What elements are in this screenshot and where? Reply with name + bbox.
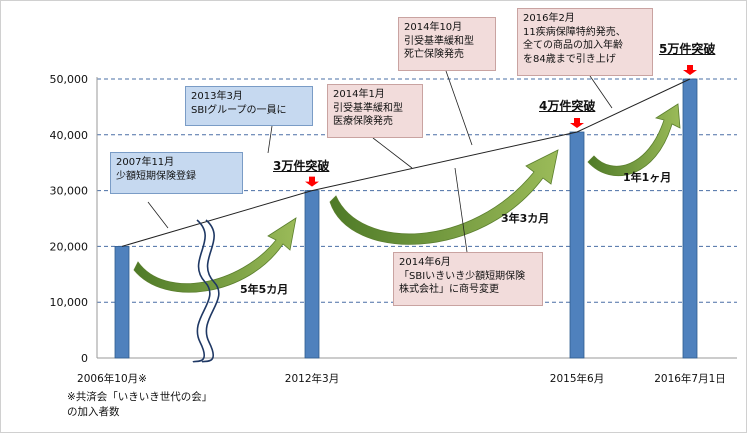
callout-line: 2014年1月 [333,89,385,100]
y-tick-label: 10,000 [50,296,89,309]
y-tick-label: 50,000 [50,73,89,86]
footnote-line: の加入者数 [67,406,120,418]
footnote: ※共済会「いきいき世代の会」 の加入者数 [67,390,212,420]
callout-line: SBIグループの一員に [191,104,287,116]
x-tick-label: 2016年7月1日 [654,372,726,385]
milestone-50k: 5万件突破 [659,42,716,56]
y-tick-label: 20,000 [50,240,89,253]
growth-arrow [133,217,297,293]
callout-line: 「SBIいきいき少額短期保険 [399,270,526,282]
callout-line: 2013年3月 [191,91,243,102]
callout-leader [372,137,413,169]
footnote-line: ※共済会「いきいき世代の会」 [67,391,213,403]
callout-line: 2014年6月 [399,257,451,268]
milestone-40k: 4万件突破 [539,99,596,113]
callout-line: 2016年2月 [523,13,575,24]
callout-line: 引受基準緩和型 [333,102,403,114]
milestone-marker [570,118,584,129]
callout-leader [267,125,273,154]
bar [682,78,698,359]
callout-line: 引受基準緩和型 [404,35,474,47]
bar [304,190,320,359]
axis-break [201,219,220,363]
duration-1y1m: 1年1ヶ月 [623,171,672,184]
y-tick-label: 0 [81,352,88,365]
callout-leader [454,167,468,253]
callout-line: 少額短期保険登録 [116,170,196,182]
callout-2007-registration: 2007年11月 少額短期保険登録 [110,152,243,194]
callout-2014-rename: 2014年6月 「SBIいきいき少額短期保険 株式会社」に商号変更 [393,252,543,306]
callout-line: 2007年11月 [116,157,175,168]
x-tick-label: 2006年10月※ [77,372,147,385]
duration-5y5m: 5年5カ月 [240,283,289,296]
bar [114,245,130,359]
milestone-marker [305,176,319,187]
x-tick-label: 2012年3月 [285,372,339,385]
axis-break [192,219,211,363]
callout-2016-illness: 2016年2月 11疾病保障特約発売、 全ての商品の加入年齢 を84歳まで引き上… [517,8,653,76]
growth-arrow [329,149,559,245]
callout-leader [589,75,613,109]
callout-line: 株式会社」に商号変更 [399,284,499,295]
callout-line: 全ての商品の加入年齢 [523,40,623,51]
trend-line [121,78,691,247]
callout-line: を84歳まで引き上げ [523,53,616,65]
callout-line: 死亡保険発売 [404,49,464,60]
callout-line: 11疾病保障特約発売、 [523,26,626,38]
growth-arrow [587,103,681,177]
callout-leader [147,201,169,229]
duration-3y3m: 3年3カ月 [501,212,550,225]
y-tick-label: 30,000 [50,185,89,198]
callout-2014-death: 2014年10月 引受基準緩和型 死亡保険発売 [398,17,496,71]
callout-2014-medical: 2014年1月 引受基準緩和型 医療保険発売 [327,84,423,138]
callout-leader [445,70,473,146]
callout-2013-sbi-group: 2013年3月 SBIグループの一員に [185,86,313,126]
milestone-marker [683,65,697,75]
x-tick-label: 2015年6月 [550,372,604,385]
bar [569,131,585,359]
y-tick-label: 40,000 [50,129,89,142]
milestone-30k: 3万件突破 [273,159,330,173]
callout-line: 2014年10月 [404,22,463,33]
callout-line: 医療保険発売 [333,116,393,127]
